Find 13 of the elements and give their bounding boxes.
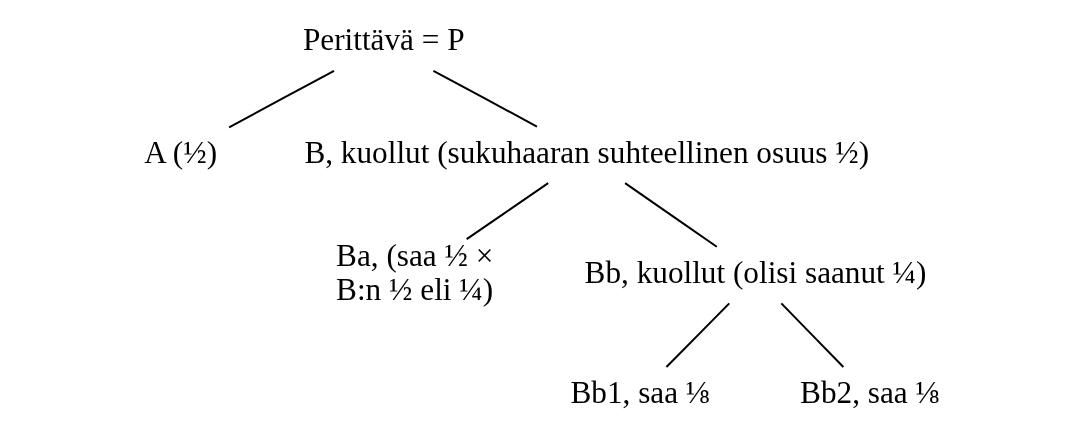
connector [228,69,335,129]
node-text: Bb1, saa ⅛ [570,375,710,411]
connector [432,69,538,128]
node-text: Ba, (saa ½ × B:n ½ eli ¼) [336,237,494,308]
connector [466,182,549,240]
node-text: A (½) [144,134,218,170]
node-text: B, kuollut (sukuhaaran suhteellinen osuus ½) [304,134,870,170]
node-text: Perittävä = P [302,22,465,58]
connector [665,302,730,368]
connector [780,302,845,368]
node-text: Bb2, saa ⅛ [800,375,939,411]
connector [624,182,718,248]
node-text: Bb, kuollut (olisi saanut ¼) [584,255,927,291]
